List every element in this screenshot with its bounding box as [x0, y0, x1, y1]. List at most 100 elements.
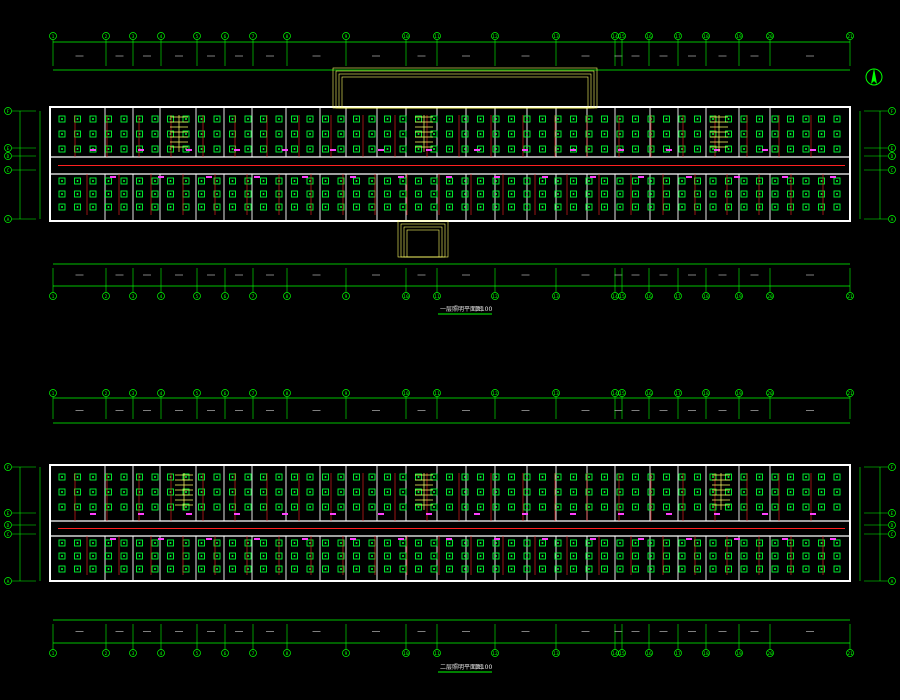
light-fixture: [694, 503, 701, 511]
fixture-center: [712, 206, 714, 208]
axis-number: 20: [767, 651, 773, 657]
axis-number: 15: [619, 34, 625, 40]
row-axis-letter: E: [7, 511, 10, 517]
fixture-center: [92, 193, 94, 195]
fixture-center: [231, 568, 234, 570]
fixture-center: [185, 568, 187, 570]
circuit-label: [734, 176, 740, 178]
light-fixture: [136, 177, 143, 185]
light-fixture: [523, 552, 531, 560]
light-fixture: [818, 488, 825, 496]
light-fixture: [694, 177, 701, 185]
light-fixture: [492, 565, 500, 573]
light-fixture: [802, 473, 810, 481]
fixture-center: [92, 476, 94, 478]
light-fixture: [136, 473, 143, 481]
fixture-center: [138, 542, 141, 544]
light-fixture: [368, 130, 376, 138]
fixture-center: [448, 180, 451, 182]
fixture-center: [76, 133, 79, 135]
light-fixture: [136, 115, 143, 123]
fixture-center: [293, 118, 296, 120]
fixture-center: [231, 180, 234, 182]
fixture-center: [727, 118, 730, 120]
circuit-label: [90, 149, 96, 151]
fixture-center: [448, 542, 451, 544]
light-fixture: [570, 488, 577, 496]
light-fixture: [229, 539, 236, 547]
fixture-center: [758, 491, 761, 493]
fixture-center: [324, 193, 327, 195]
axis-bubble: [433, 32, 441, 40]
fixture-center: [76, 193, 79, 195]
fixture-center: [805, 476, 807, 478]
fixture-center: [836, 206, 838, 208]
fixture-center: [154, 491, 156, 493]
circuit-label: [570, 149, 576, 151]
fixture-center: [495, 542, 497, 544]
light-fixture: [678, 488, 686, 496]
light-fixture: [384, 145, 391, 153]
light-fixture: [756, 565, 763, 573]
fixture-center: [619, 193, 621, 195]
row-axis-letter: D: [891, 523, 894, 529]
axis-bubble: [402, 292, 410, 300]
axis-number: 10: [403, 651, 409, 657]
light-fixture: [492, 145, 500, 153]
light-fixture: [120, 488, 128, 496]
light-fixture: [74, 539, 81, 547]
light-fixture: [260, 565, 267, 573]
fixture-center: [495, 506, 497, 508]
light-fixture: [523, 503, 531, 511]
axis-number: 18: [703, 391, 709, 397]
fixture-center: [619, 506, 621, 508]
circuit-label: [302, 176, 308, 178]
light-fixture: [787, 115, 794, 123]
fixture-center: [820, 476, 823, 478]
light-fixture: [260, 130, 267, 138]
light-fixture: [833, 115, 841, 123]
fixture-center: [324, 568, 327, 570]
row-axis-letter: C: [891, 532, 894, 538]
light-fixture: [833, 503, 841, 511]
fixture-center: [696, 568, 699, 570]
fixture-center: [262, 568, 265, 570]
fixture-center: [572, 118, 575, 120]
fixture-center: [603, 568, 606, 570]
light-fixture: [756, 473, 763, 481]
light-fixture: [151, 539, 159, 547]
light-fixture: [260, 473, 267, 481]
light-fixture: [461, 552, 469, 560]
fixture-center: [526, 180, 528, 182]
circuit-label: [474, 149, 480, 151]
fixture-center: [262, 133, 265, 135]
axis-bubble: [766, 292, 774, 300]
light-fixture: [105, 177, 112, 185]
plan-title-block: 二层照明平面图 1:100: [438, 664, 492, 673]
light-fixture: [585, 488, 593, 496]
light-fixture: [74, 177, 81, 185]
axis-bubble: [102, 649, 110, 657]
fixture-center: [526, 568, 528, 570]
fixture-center: [603, 491, 606, 493]
light-fixture: [151, 145, 159, 153]
light-fixture: [229, 190, 236, 198]
light-fixture: [508, 190, 515, 198]
light-fixture: [353, 473, 360, 481]
light-fixture: [585, 145, 593, 153]
light-fixture: [136, 565, 143, 573]
light-fixture: [632, 130, 639, 138]
light-fixture: [771, 552, 779, 560]
light-fixture: [291, 145, 298, 153]
axis-bubble: [766, 649, 774, 657]
fixture-center: [464, 206, 466, 208]
light-fixture: [291, 503, 298, 511]
fixture-center: [76, 491, 79, 493]
fixture-center: [154, 133, 156, 135]
circuit-label: [110, 538, 116, 540]
axis-number: 15: [619, 651, 625, 657]
light-fixture: [663, 565, 670, 573]
fixture-center: [696, 542, 699, 544]
light-fixture: [787, 473, 794, 481]
